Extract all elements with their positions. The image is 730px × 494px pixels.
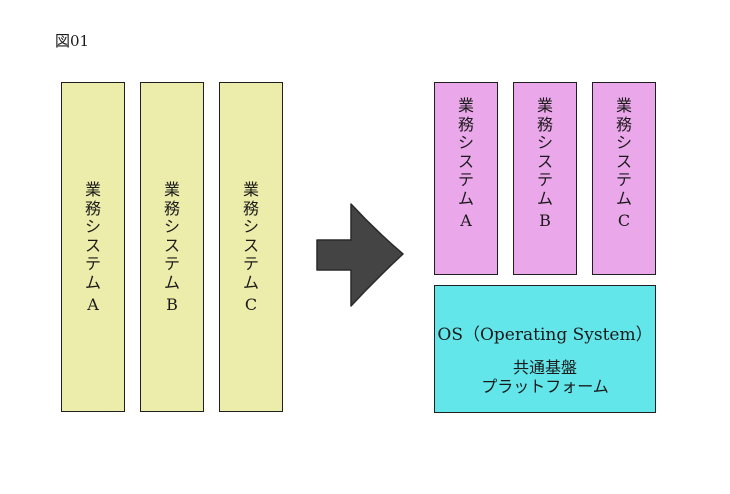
right-system-box-a: 業務システム A (434, 82, 498, 275)
label-char: 務 (536, 114, 553, 134)
label-char: ム (163, 272, 180, 292)
platform-title: 共通基盤 (512, 358, 577, 377)
left-system-label-a: 業務システム A (62, 180, 124, 315)
platform-subtitle: プラットフォーム (481, 377, 609, 396)
label-char: ス (242, 235, 259, 255)
right-system-letter-c: C (617, 211, 631, 231)
label-char: 務 (615, 114, 632, 134)
right-system-name-c: 業務システム (615, 96, 632, 208)
label-char: ス (615, 151, 632, 171)
label-char: シ (615, 133, 632, 153)
label-char: シ (242, 217, 259, 237)
label-char: 業 (615, 96, 632, 115)
right-system-label-c: 業務システム C (593, 96, 655, 231)
label-char: 業 (242, 180, 259, 199)
left-system-label-c: 業務システム C (220, 180, 282, 315)
label-char: ム (457, 188, 474, 208)
label-char: 務 (163, 198, 180, 218)
label-char: シ (84, 217, 101, 237)
label-char: ス (536, 151, 553, 171)
label-char: シ (457, 133, 474, 153)
label-char: テ (615, 170, 632, 190)
label-char: テ (536, 170, 553, 190)
left-system-name-a: 業務システム (84, 180, 101, 292)
right-system-name-a: 業務システム (457, 96, 474, 208)
label-char: ス (84, 235, 101, 255)
label-char: 務 (242, 198, 259, 218)
left-system-name-b: 業務システム (163, 180, 180, 292)
left-system-letter-b: B (166, 295, 178, 315)
label-char: テ (163, 254, 180, 274)
label-char: テ (84, 254, 101, 274)
label-char: ム (242, 272, 259, 292)
label-char: 業 (536, 96, 553, 115)
right-system-letter-b: B (539, 211, 551, 231)
left-system-box-a: 業務システム A (61, 82, 125, 412)
label-char: ス (457, 151, 474, 171)
label-char: 務 (457, 114, 474, 134)
label-char: ム (615, 188, 632, 208)
right-system-box-c: 業務システム C (592, 82, 656, 275)
os-label: OS（Operating System） (437, 325, 653, 345)
label-char: 業 (84, 180, 101, 199)
label-char: 業 (163, 180, 180, 199)
platform-box: OS（Operating System） 共通基盤 プラットフォーム (434, 285, 656, 413)
left-system-box-c: 業務システム C (219, 82, 283, 412)
right-system-name-b: 業務システム (536, 96, 553, 208)
left-system-letter-c: C (244, 295, 258, 315)
right-arrow-icon (316, 203, 404, 307)
figure-label: 図01 (55, 32, 90, 50)
left-system-label-b: 業務システム B (141, 180, 203, 315)
right-system-label-a: 業務システム A (435, 96, 497, 231)
label-char: シ (536, 133, 553, 153)
left-system-letter-a: A (87, 295, 99, 315)
label-char: 務 (84, 198, 101, 218)
label-char: 業 (457, 96, 474, 115)
label-char: シ (163, 217, 180, 237)
label-char: テ (457, 170, 474, 190)
label-char: ム (84, 272, 101, 292)
right-system-letter-a: A (460, 211, 472, 231)
left-system-box-b: 業務システム B (140, 82, 204, 412)
left-system-name-c: 業務システム (242, 180, 259, 292)
right-system-box-b: 業務システム B (513, 82, 577, 275)
right-system-label-b: 業務システム B (514, 96, 576, 231)
label-char: テ (242, 254, 259, 274)
label-char: ス (163, 235, 180, 255)
label-char: ム (536, 188, 553, 208)
